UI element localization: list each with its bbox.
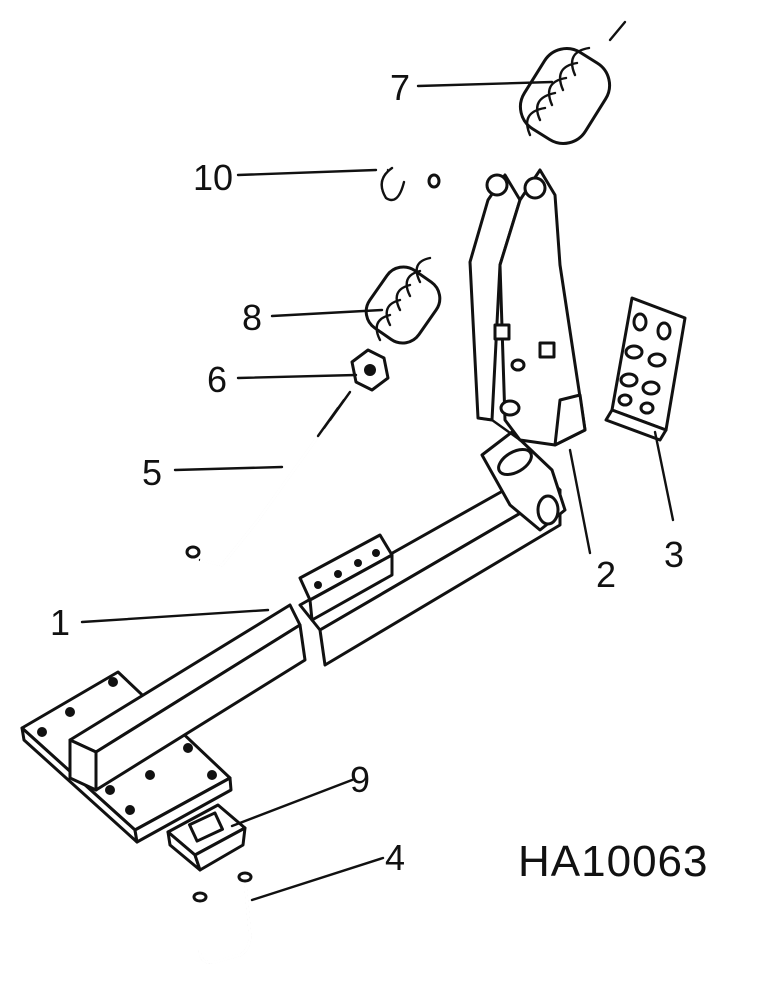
callout-8: 8 <box>242 297 262 338</box>
nut-part <box>350 348 390 392</box>
rod-part <box>185 376 362 567</box>
shank-part <box>468 168 587 447</box>
callout-3: 3 <box>664 534 684 575</box>
backing-plate-part <box>604 296 687 442</box>
callout-4: 4 <box>385 837 405 878</box>
callout-10: 10 <box>193 157 233 198</box>
u-bolt-part <box>192 871 253 964</box>
callout-6: 6 <box>207 359 227 400</box>
callout-7: 7 <box>390 67 410 108</box>
clamp-block-part <box>166 803 247 872</box>
callout-1: 1 <box>50 602 70 643</box>
callout-5: 5 <box>142 452 162 493</box>
drawing-code: HA10063 <box>518 837 708 886</box>
leader-lines <box>80 80 675 902</box>
beam-assembly <box>20 430 567 844</box>
pin-part <box>380 166 441 202</box>
callout-2: 2 <box>596 554 616 595</box>
upper-spring-part <box>518 20 627 145</box>
callout-labels: 1 2 3 4 5 6 7 8 9 10 HA10063 <box>50 67 708 886</box>
callout-9: 9 <box>350 759 370 800</box>
lower-spring-part <box>364 256 442 345</box>
